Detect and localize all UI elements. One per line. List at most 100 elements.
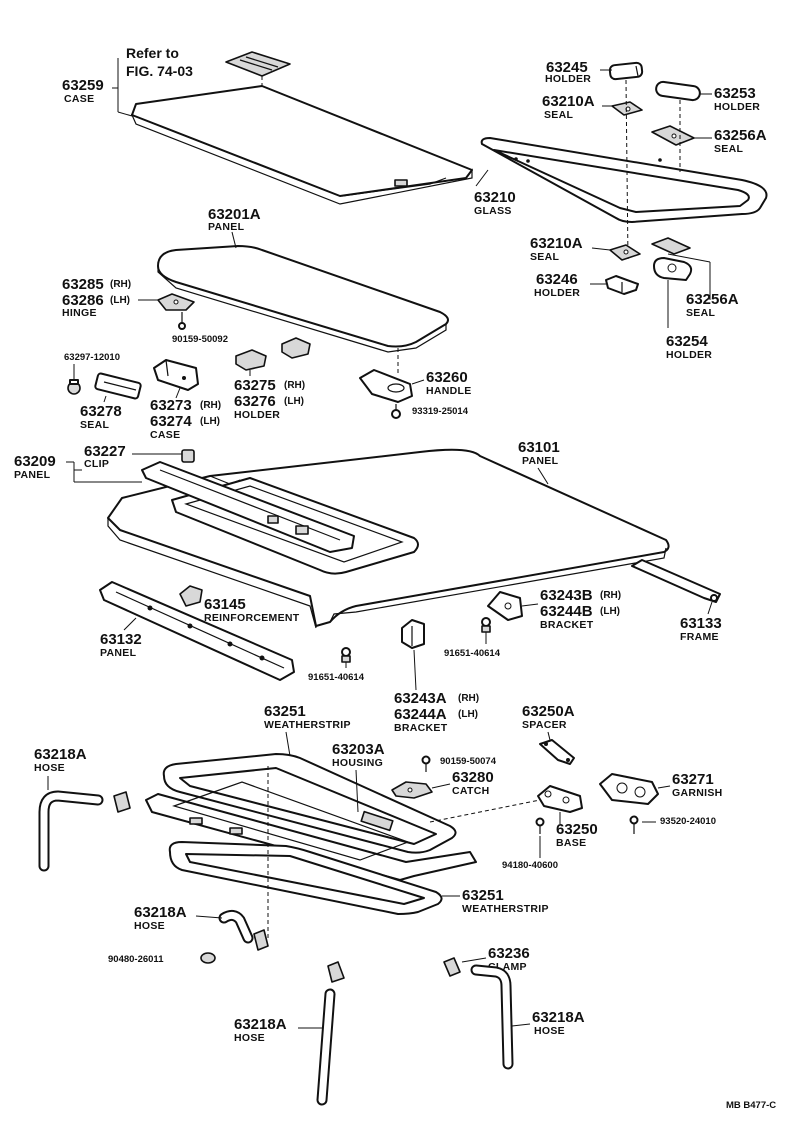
label-63245-num: 63245 xyxy=(546,59,588,76)
bolt-91651-a-part xyxy=(481,617,491,633)
label-63245-name: HOLDER xyxy=(545,73,591,85)
label-63218a-3-num: 63218A xyxy=(234,1016,287,1033)
label-63210a-top-num: 63210A xyxy=(542,93,595,110)
label-63273-num: 63273 xyxy=(150,397,192,414)
holder-63245-part xyxy=(608,61,644,81)
holder-63276-part xyxy=(281,337,311,359)
label-63285-suffix: (RH) xyxy=(110,279,131,290)
label-63210-num: 63210 xyxy=(474,189,516,206)
clip-63297-part xyxy=(67,379,81,395)
label-63297: 63297-12010 xyxy=(64,352,120,363)
label-63285-num: 63285 xyxy=(62,276,104,293)
hose-63218a-1-part xyxy=(38,790,104,872)
label-63259-num: 63259 xyxy=(62,77,104,94)
label-63246-name: HOLDER xyxy=(534,287,580,299)
label-63236-num: 63236 xyxy=(488,945,530,962)
holder-63254-part xyxy=(653,257,693,281)
seal-63256a-bot-part xyxy=(651,237,691,255)
label-63259-name: CASE xyxy=(64,93,94,105)
case-63259-part xyxy=(130,85,473,205)
clip-63227-part xyxy=(181,449,195,463)
label-63275-num: 63275 xyxy=(234,377,276,394)
label-63275-suffix: (RH) xyxy=(284,380,305,391)
panel-63209-part xyxy=(141,461,355,553)
label-63246-num: 63246 xyxy=(536,271,578,288)
label-63276-suffix: (LH) xyxy=(284,396,304,407)
screw-93520-part xyxy=(629,815,639,834)
label-63286-suffix: (LH) xyxy=(110,295,130,306)
label-63218a-4-num: 63218A xyxy=(532,1009,585,1026)
label-63210a-top-name: SEAL xyxy=(544,109,573,121)
label-63251-top-name: WEATHERSTRIP xyxy=(264,719,351,731)
label-63210a-bot-name: SEAL xyxy=(530,251,559,263)
label-63273-suffix: (RH) xyxy=(200,400,221,411)
label-63276-num: 63276 xyxy=(234,393,276,410)
label-63251-bot-name: WEATHERSTRIP xyxy=(462,903,549,915)
label-63274-suffix: (LH) xyxy=(200,416,220,427)
label-93319: 93319-25014 xyxy=(412,406,469,417)
panel-63132-part xyxy=(99,581,295,681)
label-63244a-name: BRACKET xyxy=(394,722,448,734)
screw-90159-50092-part xyxy=(178,312,186,330)
refer-plate-part xyxy=(225,51,291,77)
label-90159-50092: 90159-50092 xyxy=(172,334,228,345)
label-63227-num: 63227 xyxy=(84,443,126,460)
label-63244b-suffix: (LH) xyxy=(600,606,620,617)
label-63133-num: 63133 xyxy=(680,615,722,632)
refer-fig-text: FIG. 74-03 xyxy=(126,63,193,79)
label-63260-name: HANDLE xyxy=(426,385,472,397)
label-63209-name: PANEL xyxy=(14,469,51,481)
label-63201a-name: PANEL xyxy=(208,221,245,233)
screw-90159-50074-part xyxy=(421,755,431,772)
frame-63133-part xyxy=(631,559,721,603)
label-63250a-num: 63250A xyxy=(522,703,575,720)
label-63286-name: HINGE xyxy=(62,307,97,319)
label-63101-name: PANEL xyxy=(522,455,559,467)
label-90480: 90480-26011 xyxy=(108,954,164,965)
label-63243a-suffix: (RH) xyxy=(458,693,479,704)
label-63201a-num: 63201A xyxy=(208,206,261,223)
holder-63246-part xyxy=(605,275,639,295)
seal-63210a-bot-part xyxy=(609,244,641,261)
label-63256a-top-num: 63256A xyxy=(714,127,767,144)
label-63218a-4-name: HOSE xyxy=(534,1025,565,1037)
label-63250-name: BASE xyxy=(556,837,586,849)
holder-63253-part xyxy=(655,80,701,102)
label-90159-50074: 90159-50074 xyxy=(440,756,497,767)
label-91651-a: 91651-40614 xyxy=(444,648,501,659)
handle-63260-part xyxy=(359,369,413,403)
label-63218a-2-num: 63218A xyxy=(134,904,187,921)
seal-63278-part xyxy=(94,372,142,400)
hose-63218a-3-part xyxy=(316,961,345,1106)
screw-94180-part xyxy=(535,817,545,834)
label-91651-b: 91651-40614 xyxy=(308,672,365,683)
label-63256a-top-name: SEAL xyxy=(714,143,743,155)
label-63243b-num: 63243B xyxy=(540,587,593,604)
label-63250-num: 63250 xyxy=(556,821,598,838)
catch-63280-part xyxy=(391,781,433,799)
screw-93319-part xyxy=(391,404,401,419)
label-63271-num: 63271 xyxy=(672,771,714,788)
label-94180: 94180-40600 xyxy=(502,860,558,871)
label-63260-num: 63260 xyxy=(426,369,468,386)
label-63218a-1-num: 63218A xyxy=(34,746,87,763)
label-63244a-num: 63244A xyxy=(394,706,447,723)
hinge-63285-part xyxy=(157,293,195,311)
label-63256a-bot-num: 63256A xyxy=(686,291,739,308)
garnish-63271-part xyxy=(599,773,659,805)
label-63271-name: GARNISH xyxy=(672,787,723,799)
holder-63275-part xyxy=(235,349,267,371)
housing-63203a-part xyxy=(145,781,477,881)
seal-63210a-top-part xyxy=(611,101,643,116)
label-63145-name: REINFORCEMENT xyxy=(204,612,300,624)
label-63280-num: 63280 xyxy=(452,769,494,786)
label-63253-name: HOLDER xyxy=(714,101,760,113)
label-63251-bot-num: 63251 xyxy=(462,887,504,904)
figure-code: MB B477-C xyxy=(726,1100,776,1111)
label-63243a-num: 63243A xyxy=(394,690,447,707)
label-63218a-1-name: HOSE xyxy=(34,762,65,774)
clamp-63236-part xyxy=(443,957,461,977)
label-63203a-name: HOUSING xyxy=(332,757,383,769)
glass-63210-part xyxy=(480,137,768,223)
